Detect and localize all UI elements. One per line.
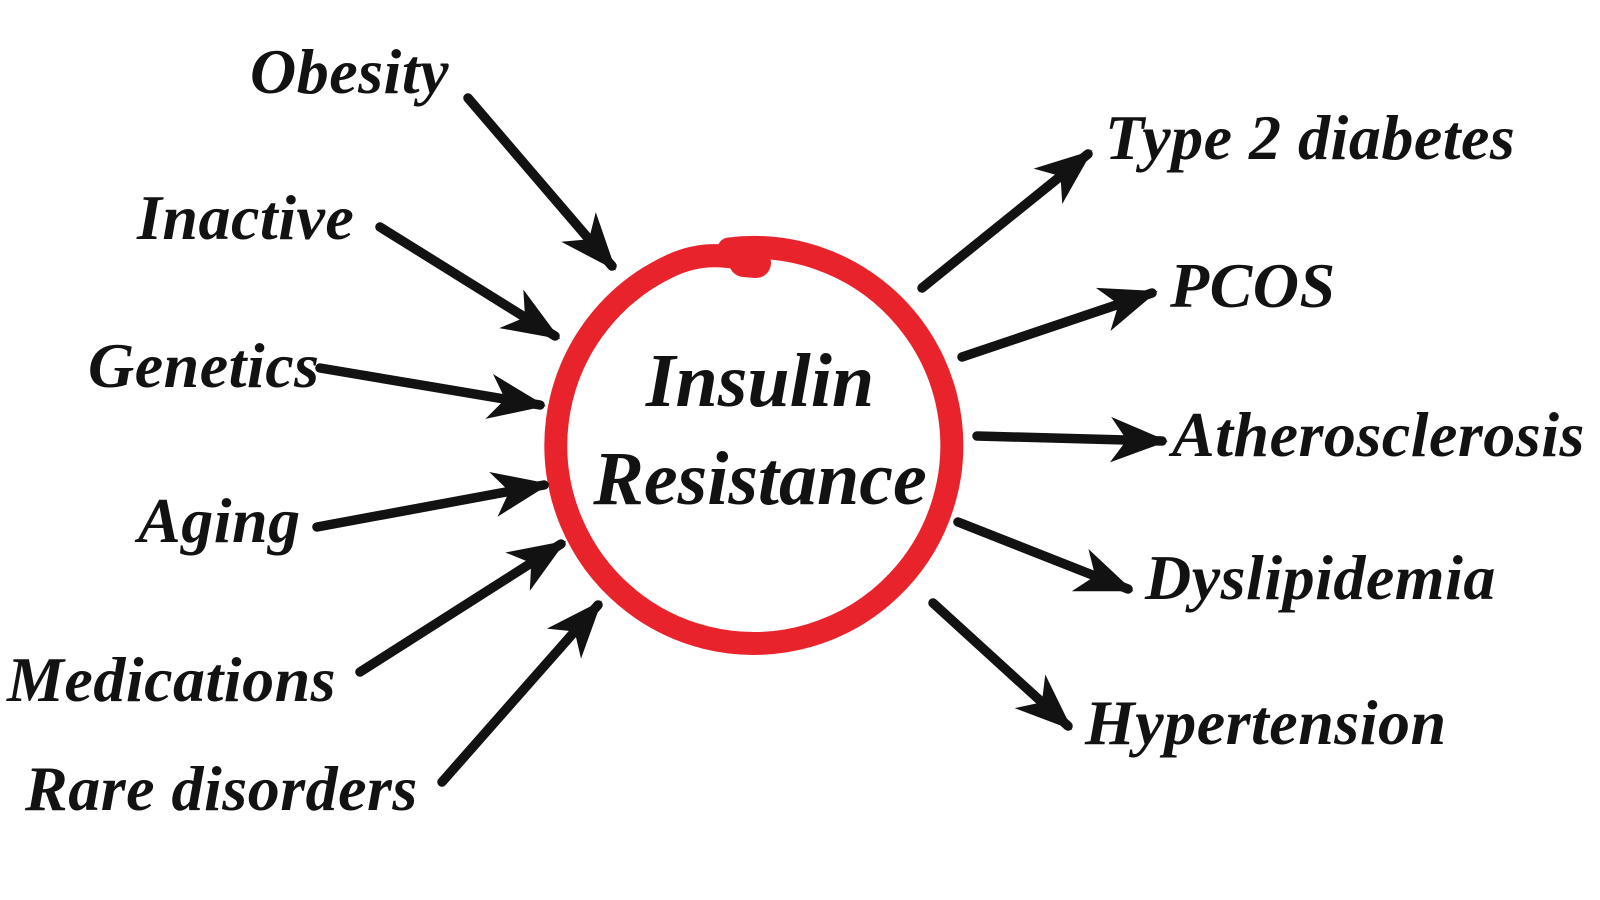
arrow-medications [355,539,567,677]
label-type-2-diabetes: Type 2 diabetes [1105,102,1516,173]
arrow-inactive [375,222,561,341]
arrow-hypertension [928,598,1073,731]
arrow-obesity [463,93,617,271]
arrow-aging [312,472,550,532]
label-dyslipidemia: Dyslipidemia [1145,542,1496,613]
label-pcos: PCOS [1170,250,1336,321]
label-genetics: Genetics [88,330,320,401]
arrow-atherosclerosis [972,416,1168,463]
arrow-rare-disorders [437,600,603,787]
center-label-line2: Resistance [593,437,927,521]
arrow-dyslipidemia [953,517,1134,594]
label-atherosclerosis: Atherosclerosis [1172,399,1585,470]
center-circle-stroke-tail [729,247,771,278]
arrow-pcos [957,287,1158,362]
label-hypertension: Hypertension [1085,687,1447,758]
cause-arrows [312,93,617,787]
label-aging: Aging [138,485,301,556]
center-circle [544,235,964,655]
arrow-type-2-diabetes [917,149,1093,293]
label-obesity: Obesity [250,36,449,107]
label-inactive: Inactive [137,182,355,253]
label-rare-disorders: Rare disorders [25,753,418,824]
arrow-genetics [315,363,546,419]
effect-arrows [917,149,1168,731]
center-label: Insulin Resistance [555,332,965,528]
label-medications: Medications [7,644,337,715]
center-label-line1: Insulin [645,339,875,423]
